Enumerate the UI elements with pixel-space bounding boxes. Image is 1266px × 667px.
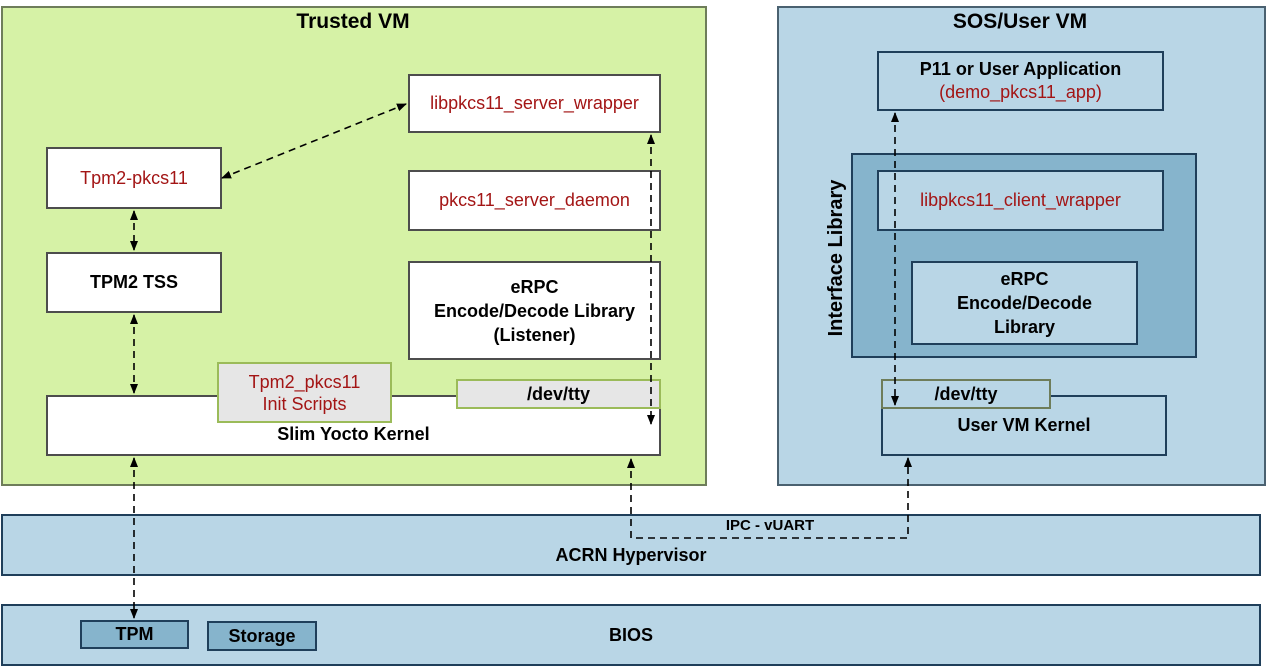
erpc-client-library: eRPC Encode/Decode Library [911,261,1138,345]
erpc-listener-label: (Listener) [493,324,576,345]
tpm2-pkcs11: Tpm2-pkcs11 [46,147,222,209]
acrn-hypervisor: ACRN Hypervisor [1,514,1261,576]
trusted-dev-tty: /dev/tty [456,379,661,409]
user-erpc-library-label: Library [993,317,1056,337]
bios-label: BIOS [608,624,653,645]
p11-user-application: P11 or User Application (demo_pkcs11_app… [877,51,1164,111]
user-kernel-label: User VM Kernel [957,415,1091,435]
user-dev-tty: /dev/tty [881,379,1051,409]
pkcs11-server-daemon: pkcs11_server_daemon [408,170,661,231]
user-vm-title: SOS/User VM [952,10,1088,33]
init-scripts-line2: Init Scripts [262,393,347,414]
hypervisor-label: ACRN Hypervisor [555,545,707,565]
init-scripts-line1: Tpm2_pkcs11 [248,371,361,392]
libpkcs11-server-wrapper: libpkcs11_server_wrapper [408,74,661,133]
tpm-chip: TPM [80,620,189,649]
ipc-vuart-label: IPC - vUART [725,516,815,534]
app-name-label: (demo_pkcs11_app) [939,82,1102,102]
kernel-label: Slim Yocto Kernel [277,424,430,444]
app-label: P11 or User Application [919,59,1122,79]
erpc-library-label: Encode/Decode Library [433,300,636,321]
storage: Storage [207,621,317,651]
ipc-vuart-path [627,457,912,539]
tpm2-pkcs11-init-scripts: Tpm2_pkcs11 Init Scripts [217,362,392,423]
arrow-tpm2pkcs11-server-wrapper [221,103,407,179]
erpc-listener-library: eRPC Encode/Decode Library (Listener) [408,261,661,360]
libpkcs11-client-wrapper: libpkcs11_client_wrapper [877,170,1164,231]
user-erpc-encode-label: Encode/Decode [956,293,1093,313]
tpm2-tss: TPM2 TSS [46,252,222,313]
erpc-label: eRPC [510,276,559,297]
user-erpc-label: eRPC [1000,269,1049,289]
trusted-vm-title: Trusted VM [296,10,410,33]
